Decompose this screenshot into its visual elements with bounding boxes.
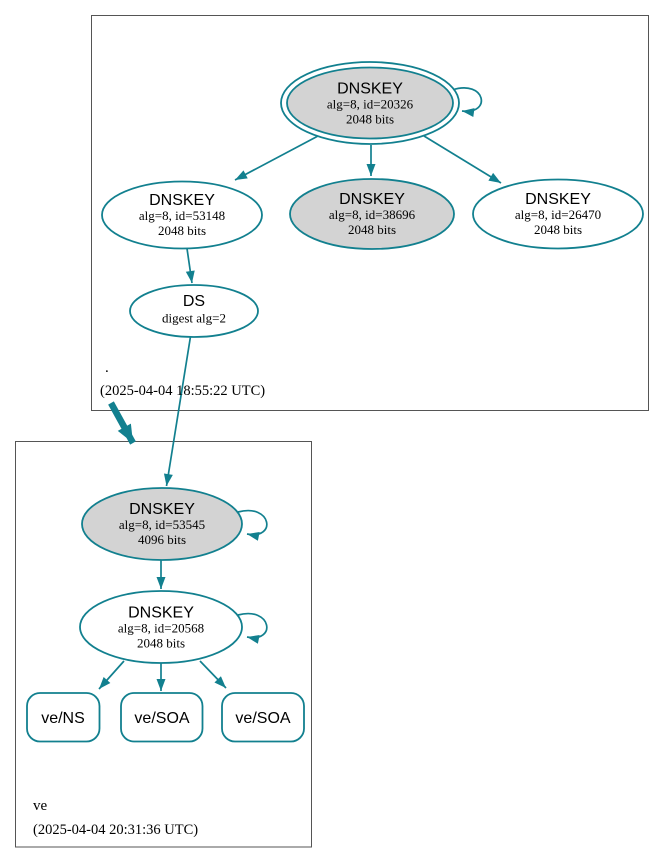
edge-20326-to-53148 (234, 135, 319, 181)
zone-timestamp-ve: (2025-04-04 20:31:36 UTC) (33, 822, 198, 838)
dnskey-20568-bits: 2048 bits (137, 636, 185, 651)
edge-53545-self-loop (237, 509, 268, 541)
node-rrset-ve-ns[interactable]: ve/NS (26, 692, 101, 743)
edge-20568-self-loop (237, 612, 268, 644)
dnskey-53148-detail: alg=8, id=53148 (139, 208, 225, 223)
rrset-ve-soa-1-label: ve/SOA (134, 710, 189, 727)
edge-20568-to-soa-2 (199, 660, 227, 689)
rrset-ve-ns-label: ve/NS (41, 710, 85, 727)
node-ds-root[interactable]: DS digest alg=2 (129, 284, 259, 338)
dnskey-53545-bits: 4096 bits (138, 532, 186, 547)
dnskey-53545-ellipse (81, 487, 243, 561)
dnskey-53545-detail: alg=8, id=53545 (119, 517, 205, 532)
node-dnskey-26470[interactable]: DNSKEY alg=8, id=26470 2048 bits (472, 178, 644, 250)
dnskey-38696-ellipse (289, 178, 455, 250)
zone-label-ve: ve (33, 798, 48, 814)
node-dnskey-20568[interactable]: DNSKEY alg=8, id=20568 2048 bits (79, 590, 243, 664)
dnskey-38696-bits: 2048 bits (348, 222, 396, 237)
ds-ellipse (129, 284, 259, 338)
node-dnskey-38696[interactable]: DNSKEY alg=8, id=38696 2048 bits (289, 178, 455, 250)
dnskey-26470-bits: 2048 bits (534, 222, 582, 237)
rrset-ve-soa-2-rect (221, 692, 305, 743)
dnskey-20568-ellipse (79, 590, 243, 664)
edge-ksk20326-self-loop (451, 87, 483, 118)
dnskey-20326-bits: 2048 bits (346, 112, 394, 127)
dnskey-26470-detail: alg=8, id=26470 (515, 207, 601, 222)
dnskey-26470-title: DNSKEY (525, 191, 591, 208)
rrset-ve-soa-1-rect (120, 692, 204, 743)
node-dnskey-53148[interactable]: DNSKEY alg=8, id=53148 2048 bits (101, 180, 263, 250)
node-dnskey-53545[interactable]: DNSKEY alg=8, id=53545 4096 bits (81, 487, 243, 561)
rrset-ve-ns-rect (26, 692, 101, 743)
zone-timestamp-root: (2025-04-04 18:55:22 UTC) (100, 383, 265, 399)
dnskey-20326-title: DNSKEY (337, 81, 403, 98)
node-rrset-ve-soa-2[interactable]: ve/SOA (221, 692, 305, 743)
dnskey-53148-title: DNSKEY (149, 192, 215, 209)
edge-zone-root-to-ve (108, 401, 136, 445)
zone-label-root: . (105, 360, 109, 376)
edge-20326-to-26470 (423, 135, 502, 184)
dnskey-20326-inner-ring (286, 66, 454, 140)
dnskey-20568-title: DNSKEY (128, 605, 194, 622)
dnskey-20326-detail: alg=8, id=20326 (327, 97, 414, 112)
edge-ds-to-53545 (163, 336, 192, 487)
node-dnskey-20326[interactable]: DNSKEY alg=8, id=20326 2048 bits (280, 61, 460, 145)
ds-title: DS (183, 293, 205, 310)
dnskey-53545-title: DNSKEY (129, 501, 195, 518)
dnskey-20568-detail: alg=8, id=20568 (118, 621, 204, 636)
edge-53148-to-ds (185, 248, 195, 284)
dnskey-53148-ellipse (101, 180, 263, 250)
dnskey-38696-title: DNSKEY (339, 191, 405, 208)
ds-detail: digest alg=2 (162, 311, 226, 326)
rrset-ve-soa-2-label: ve/SOA (235, 710, 290, 727)
dnskey-38696-detail: alg=8, id=38696 (329, 207, 416, 222)
dnskey-26470-ellipse (472, 178, 644, 250)
node-rrset-ve-soa-1[interactable]: ve/SOA (120, 692, 204, 743)
dnskey-53148-bits: 2048 bits (158, 223, 206, 238)
edge-20568-to-ns (98, 660, 125, 690)
